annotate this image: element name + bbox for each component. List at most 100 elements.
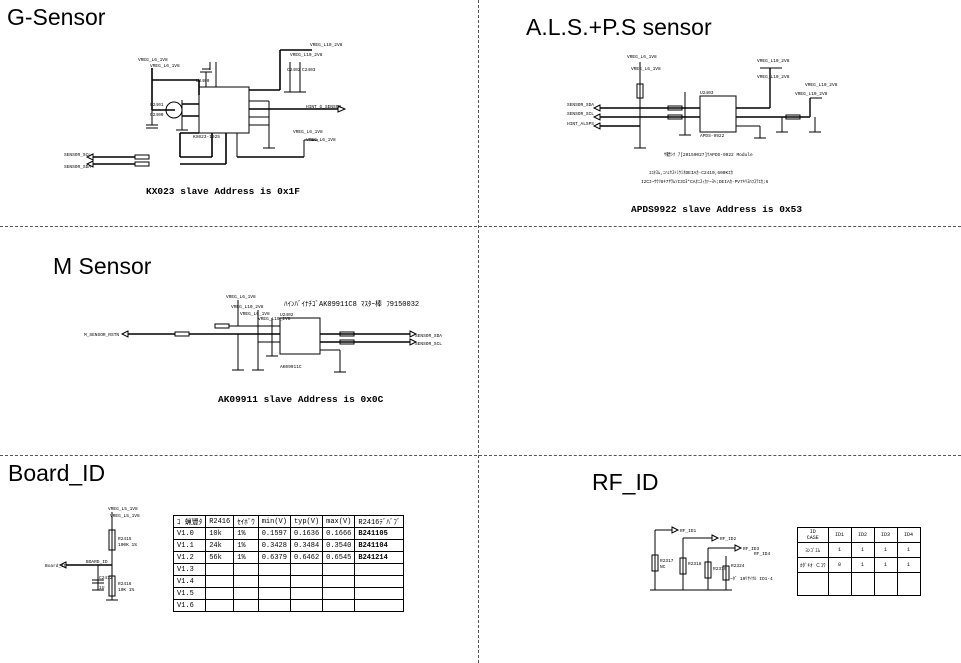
table-cell: V1.3 bbox=[172, 563, 207, 576]
als-ps-schematic bbox=[592, 62, 822, 149]
table-cell: 0.6379 bbox=[257, 551, 291, 564]
table-cell bbox=[205, 587, 235, 600]
table-header-cell: ID4 bbox=[896, 527, 921, 543]
rf-id-title: RF_ID bbox=[592, 469, 659, 495]
table-cell bbox=[257, 599, 291, 612]
g-cap1: C2402 bbox=[287, 67, 301, 73]
apds9922-chip bbox=[699, 95, 737, 133]
als-vreg-right: VREG_L10_2V8 bbox=[757, 58, 790, 64]
g-scl-in: SENSOR_SCL bbox=[64, 152, 91, 158]
table-cell: V1.6 bbox=[172, 599, 207, 612]
table-cell bbox=[797, 572, 829, 596]
table-cell: 0.1597 bbox=[257, 527, 291, 540]
als-note2: ﾕｺﾈｽﾑ,ﾆﾊｪｾｽﾄﾐｳﾐﾈDEIAｶ-C2410,600Kｴｶ bbox=[649, 170, 733, 176]
rf-id4: RF_ID4 bbox=[754, 551, 771, 557]
table-header-cell: typ(V) bbox=[289, 515, 324, 528]
table-cell: V1.2 bbox=[172, 551, 207, 564]
table-cell: V1.0 bbox=[172, 527, 207, 540]
g-vreg-top: VREG_L6_1V8 bbox=[138, 57, 168, 63]
horizontal-divider-1 bbox=[0, 226, 961, 227]
table-cell bbox=[257, 563, 291, 576]
table-cell bbox=[827, 572, 852, 596]
als-vreg-right-net: VREG_L10_2V8 bbox=[757, 74, 790, 80]
table-cell: 1% bbox=[233, 539, 259, 552]
table-cell: 0.6545 bbox=[322, 551, 356, 564]
m-rst: M_SENSOR_RSTN bbox=[84, 332, 119, 338]
table-header-cell: ID CASE bbox=[797, 527, 829, 543]
table-header-row: ID CASE ID1 ID2 ID3 ID4 bbox=[797, 527, 921, 543]
bid-cap-val: 1U bbox=[99, 585, 105, 591]
table-header-cell: R2416ﾃﾞﾊﾞﾌﾞ bbox=[354, 515, 405, 528]
board-id-schematic bbox=[58, 512, 118, 601]
g-chip-part: KX023-1025 bbox=[193, 134, 220, 140]
table-cell: 1 bbox=[873, 542, 898, 558]
table-header-cell: ｺ 蝋豐ﾀ bbox=[172, 515, 207, 528]
m-vreg-a: VREG_L6_1V8 bbox=[226, 294, 256, 300]
table-header-cell: ID2 bbox=[850, 527, 875, 543]
table-cell: 1% bbox=[233, 551, 259, 564]
bid-vreg2: VREG_L5_1V8 bbox=[110, 513, 140, 519]
table-cell: 1 bbox=[896, 542, 921, 558]
g-vreg-right-net: VREG_L10_2V8 bbox=[290, 52, 323, 58]
als-vreg-far: VREG_L10_2V8 bbox=[805, 82, 838, 88]
table-cell: 1% bbox=[233, 527, 259, 540]
table-cell: 0.1666 bbox=[322, 527, 356, 540]
rf-id1: RF_ID1 bbox=[680, 528, 697, 534]
rf-nc: NC bbox=[660, 564, 666, 570]
table-header-cell: ID3 bbox=[873, 527, 898, 543]
table-cell bbox=[322, 575, 356, 588]
g-sensor-schematic bbox=[85, 49, 347, 168]
table-cell bbox=[896, 572, 921, 596]
board-id-table: ｺ 蝋豐ﾀ R2416 ｾｲﾎﾞｳ min(V) typ(V) max(V) R… bbox=[172, 515, 405, 612]
rf-r4: R2324 bbox=[731, 563, 745, 569]
table-cell bbox=[873, 572, 898, 596]
als-chip-part: APDS-9922 bbox=[700, 133, 725, 139]
m-vreg-b: VREG_L10_2V8 bbox=[231, 304, 264, 310]
table-cell bbox=[289, 587, 324, 600]
table-cell: 0 bbox=[827, 557, 852, 573]
bid-net2: BOARD_ID bbox=[86, 559, 108, 565]
rf-id2: RF_ID2 bbox=[720, 536, 737, 542]
table-cell bbox=[257, 575, 291, 588]
table-cell: V1.5 bbox=[172, 587, 207, 600]
table-cell bbox=[289, 599, 324, 612]
table-cell: 10k bbox=[205, 527, 235, 540]
table-cell bbox=[257, 587, 291, 600]
table-cell: B241214 bbox=[354, 551, 405, 564]
table-cell bbox=[233, 599, 259, 612]
table-cell bbox=[322, 587, 356, 600]
als-vreg-left: VREG_L6_1V8 bbox=[627, 54, 657, 60]
als-note3: I2Cｴ~ｳｳﾘ8ｷ7ｻﾜﾑｿI3ｴﾖ*CAｵﾆｽｨｶｧ~ﾖﾍ;DEIAｶ-PV… bbox=[641, 179, 769, 185]
m-header-note: ﾊｲﾝﾊﾞｲﾅﾁｺﾞAK09911C8 ﾏｽﾀｰ棒 ﾌ9150032 bbox=[284, 299, 419, 309]
bid-cap: C2412 bbox=[99, 575, 113, 581]
table-cell bbox=[354, 575, 405, 588]
table-cell bbox=[322, 599, 356, 612]
table-row: V1.2 56k 1% 0.6379 0.6462 0.6545 B241214 bbox=[172, 551, 405, 564]
rf-note: ~ﾀﾞ 10ﾘｻｲｸﾙ ID1-4 bbox=[730, 575, 773, 582]
rf-id3: RF_ID3 bbox=[743, 546, 760, 552]
g-sensor-title: G-Sensor bbox=[7, 4, 106, 30]
als-ps-caption: APDS9922 slave Address is 0x53 bbox=[631, 204, 803, 215]
table-row: V1.3 bbox=[172, 563, 405, 576]
table-header-cell: ｾｲﾎﾞｳ bbox=[233, 515, 259, 528]
horizontal-divider-2 bbox=[0, 455, 961, 456]
table-cell: 1 bbox=[827, 542, 852, 558]
rf-id-table: ID CASE ID1 ID2 ID3 ID4 ﾖﾝｺﾞｴﾑ 1 1 1 1 ｶ… bbox=[797, 527, 921, 596]
table-cell bbox=[233, 587, 259, 600]
table-row: V1.6 bbox=[172, 599, 405, 612]
table-cell bbox=[354, 587, 405, 600]
g-sensor-caption: KX023 slave Address is 0x1F bbox=[146, 186, 300, 197]
g-int-out: HINT_G_SENSOR bbox=[306, 104, 341, 110]
m-scl: SENSOR_SCL bbox=[415, 341, 442, 347]
table-cell bbox=[205, 563, 235, 576]
rf-r3: R2319 bbox=[713, 566, 727, 572]
table-cell: 56k bbox=[205, 551, 235, 564]
table-row: V1.0 10k 1% 0.1597 0.1636 0.1666 B241105 bbox=[172, 527, 405, 540]
als-ps-title: A.L.S.+P.S sensor bbox=[526, 14, 712, 40]
table-cell bbox=[850, 572, 875, 596]
rf-r1: R2317 bbox=[660, 558, 674, 564]
table-header-cell: ID1 bbox=[827, 527, 852, 543]
rf-r2: R2318 bbox=[688, 561, 702, 567]
g-vreg-right: VREG_L10_2V8 bbox=[310, 42, 343, 48]
table-cell bbox=[289, 575, 324, 588]
